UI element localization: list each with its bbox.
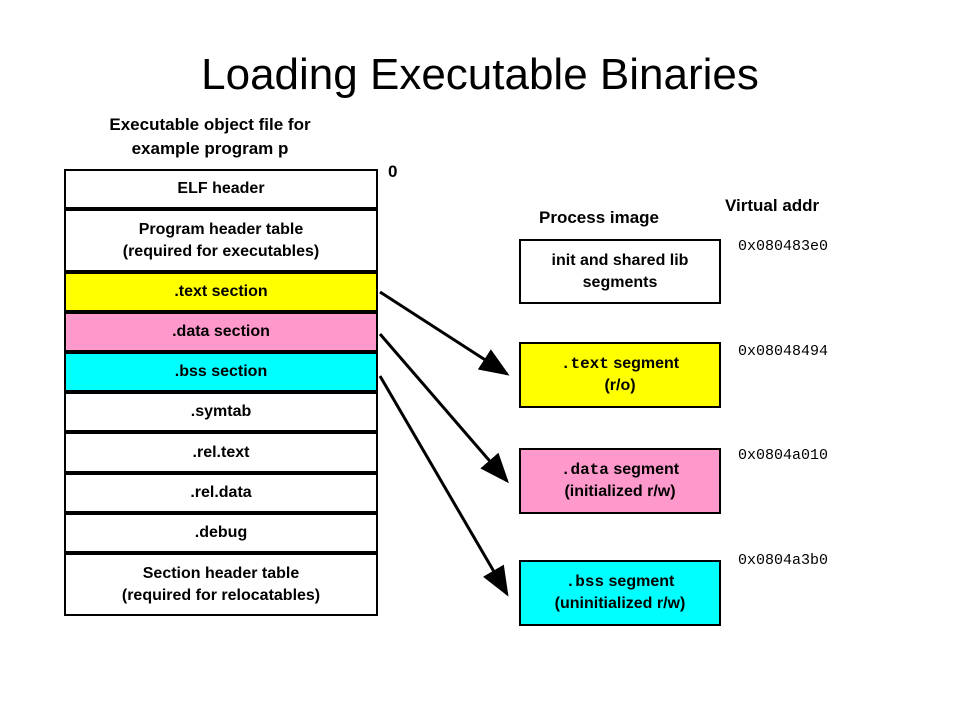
caption-line-2: example program p <box>131 139 289 158</box>
section-label: .rel.text <box>192 443 250 461</box>
section-label: Section header table <box>142 564 300 582</box>
section-label: Program header table <box>138 220 304 238</box>
segment-data: .data segment (initialized r/w) <box>519 448 721 514</box>
segment-init-shared-lib: init and shared lib segments <box>519 239 721 304</box>
segment-label-suffix: segment <box>604 573 675 590</box>
segment-label-suffix: segment <box>608 461 680 478</box>
segment-label-line-1: init and shared lib <box>551 251 689 269</box>
segment-label-line-2: (uninitialized r/w) <box>554 595 686 612</box>
file-section-debug: .debug <box>64 513 378 553</box>
section-label-note: (required for relocatables) <box>121 586 321 604</box>
text-mapping-arrow <box>379 290 510 376</box>
segment-label-line-1: .bss segment <box>566 571 675 593</box>
caption-line-1: Executable object file for <box>109 115 311 134</box>
section-label-note: (required for executables) <box>122 242 320 260</box>
segment-code-name: .data <box>560 461 609 479</box>
section-label: .debug <box>194 524 248 541</box>
data-mapping-arrow <box>378 333 509 484</box>
file-section-bss: .bss section <box>64 352 378 392</box>
section-label: ELF header <box>177 180 265 197</box>
section-label: .data section <box>172 323 270 340</box>
slide-title: Loading Executable Binaries <box>201 50 759 99</box>
file-section-text: .text section <box>64 272 378 312</box>
offset-zero-label: 0 <box>388 162 398 181</box>
segment-label-line-1: .data segment <box>561 459 679 481</box>
virtual-address: 0x08048494 <box>738 343 829 360</box>
segment-label-suffix: segment <box>608 355 680 372</box>
bss-mapping-arrow <box>378 375 509 597</box>
process-image-label: Process image <box>539 208 660 227</box>
segment-label-line-2: segments <box>582 273 658 291</box>
section-label: .rel.data <box>190 484 252 501</box>
section-label: .bss section <box>174 363 268 380</box>
segment-label-line-1: .text segment <box>561 353 679 375</box>
segment-code-name: .text <box>560 355 609 373</box>
file-section-rel-text: .rel.text <box>64 432 378 473</box>
segment-text: .text segment (r/o) <box>519 342 721 408</box>
file-section-program-header-table: Program header table (required for execu… <box>64 209 378 272</box>
virtual-addr-label: Virtual addr <box>725 196 820 215</box>
virtual-address: 0x0804a010 <box>738 447 829 464</box>
section-label: .text section <box>174 283 268 300</box>
file-section-elf-header: ELF header <box>64 169 378 209</box>
object-file-caption: Executable object file for example progr… <box>60 113 360 161</box>
file-section-symtab: .symtab <box>64 392 378 432</box>
file-section-section-header-table: Section header table (required for reloc… <box>64 553 378 616</box>
segment-bss: .bss segment (uninitialized r/w) <box>519 560 721 626</box>
segment-label-line-2: (initialized r/w) <box>564 483 676 500</box>
section-label: .symtab <box>190 403 252 420</box>
file-section-rel-data: .rel.data <box>64 473 378 513</box>
segment-label-line-2: (r/o) <box>604 377 636 394</box>
file-section-data: .data section <box>64 312 378 352</box>
virtual-address: 0x080483e0 <box>738 238 829 255</box>
virtual-address: 0x0804a3b0 <box>738 552 829 569</box>
segment-code-name: .bss <box>565 573 605 591</box>
